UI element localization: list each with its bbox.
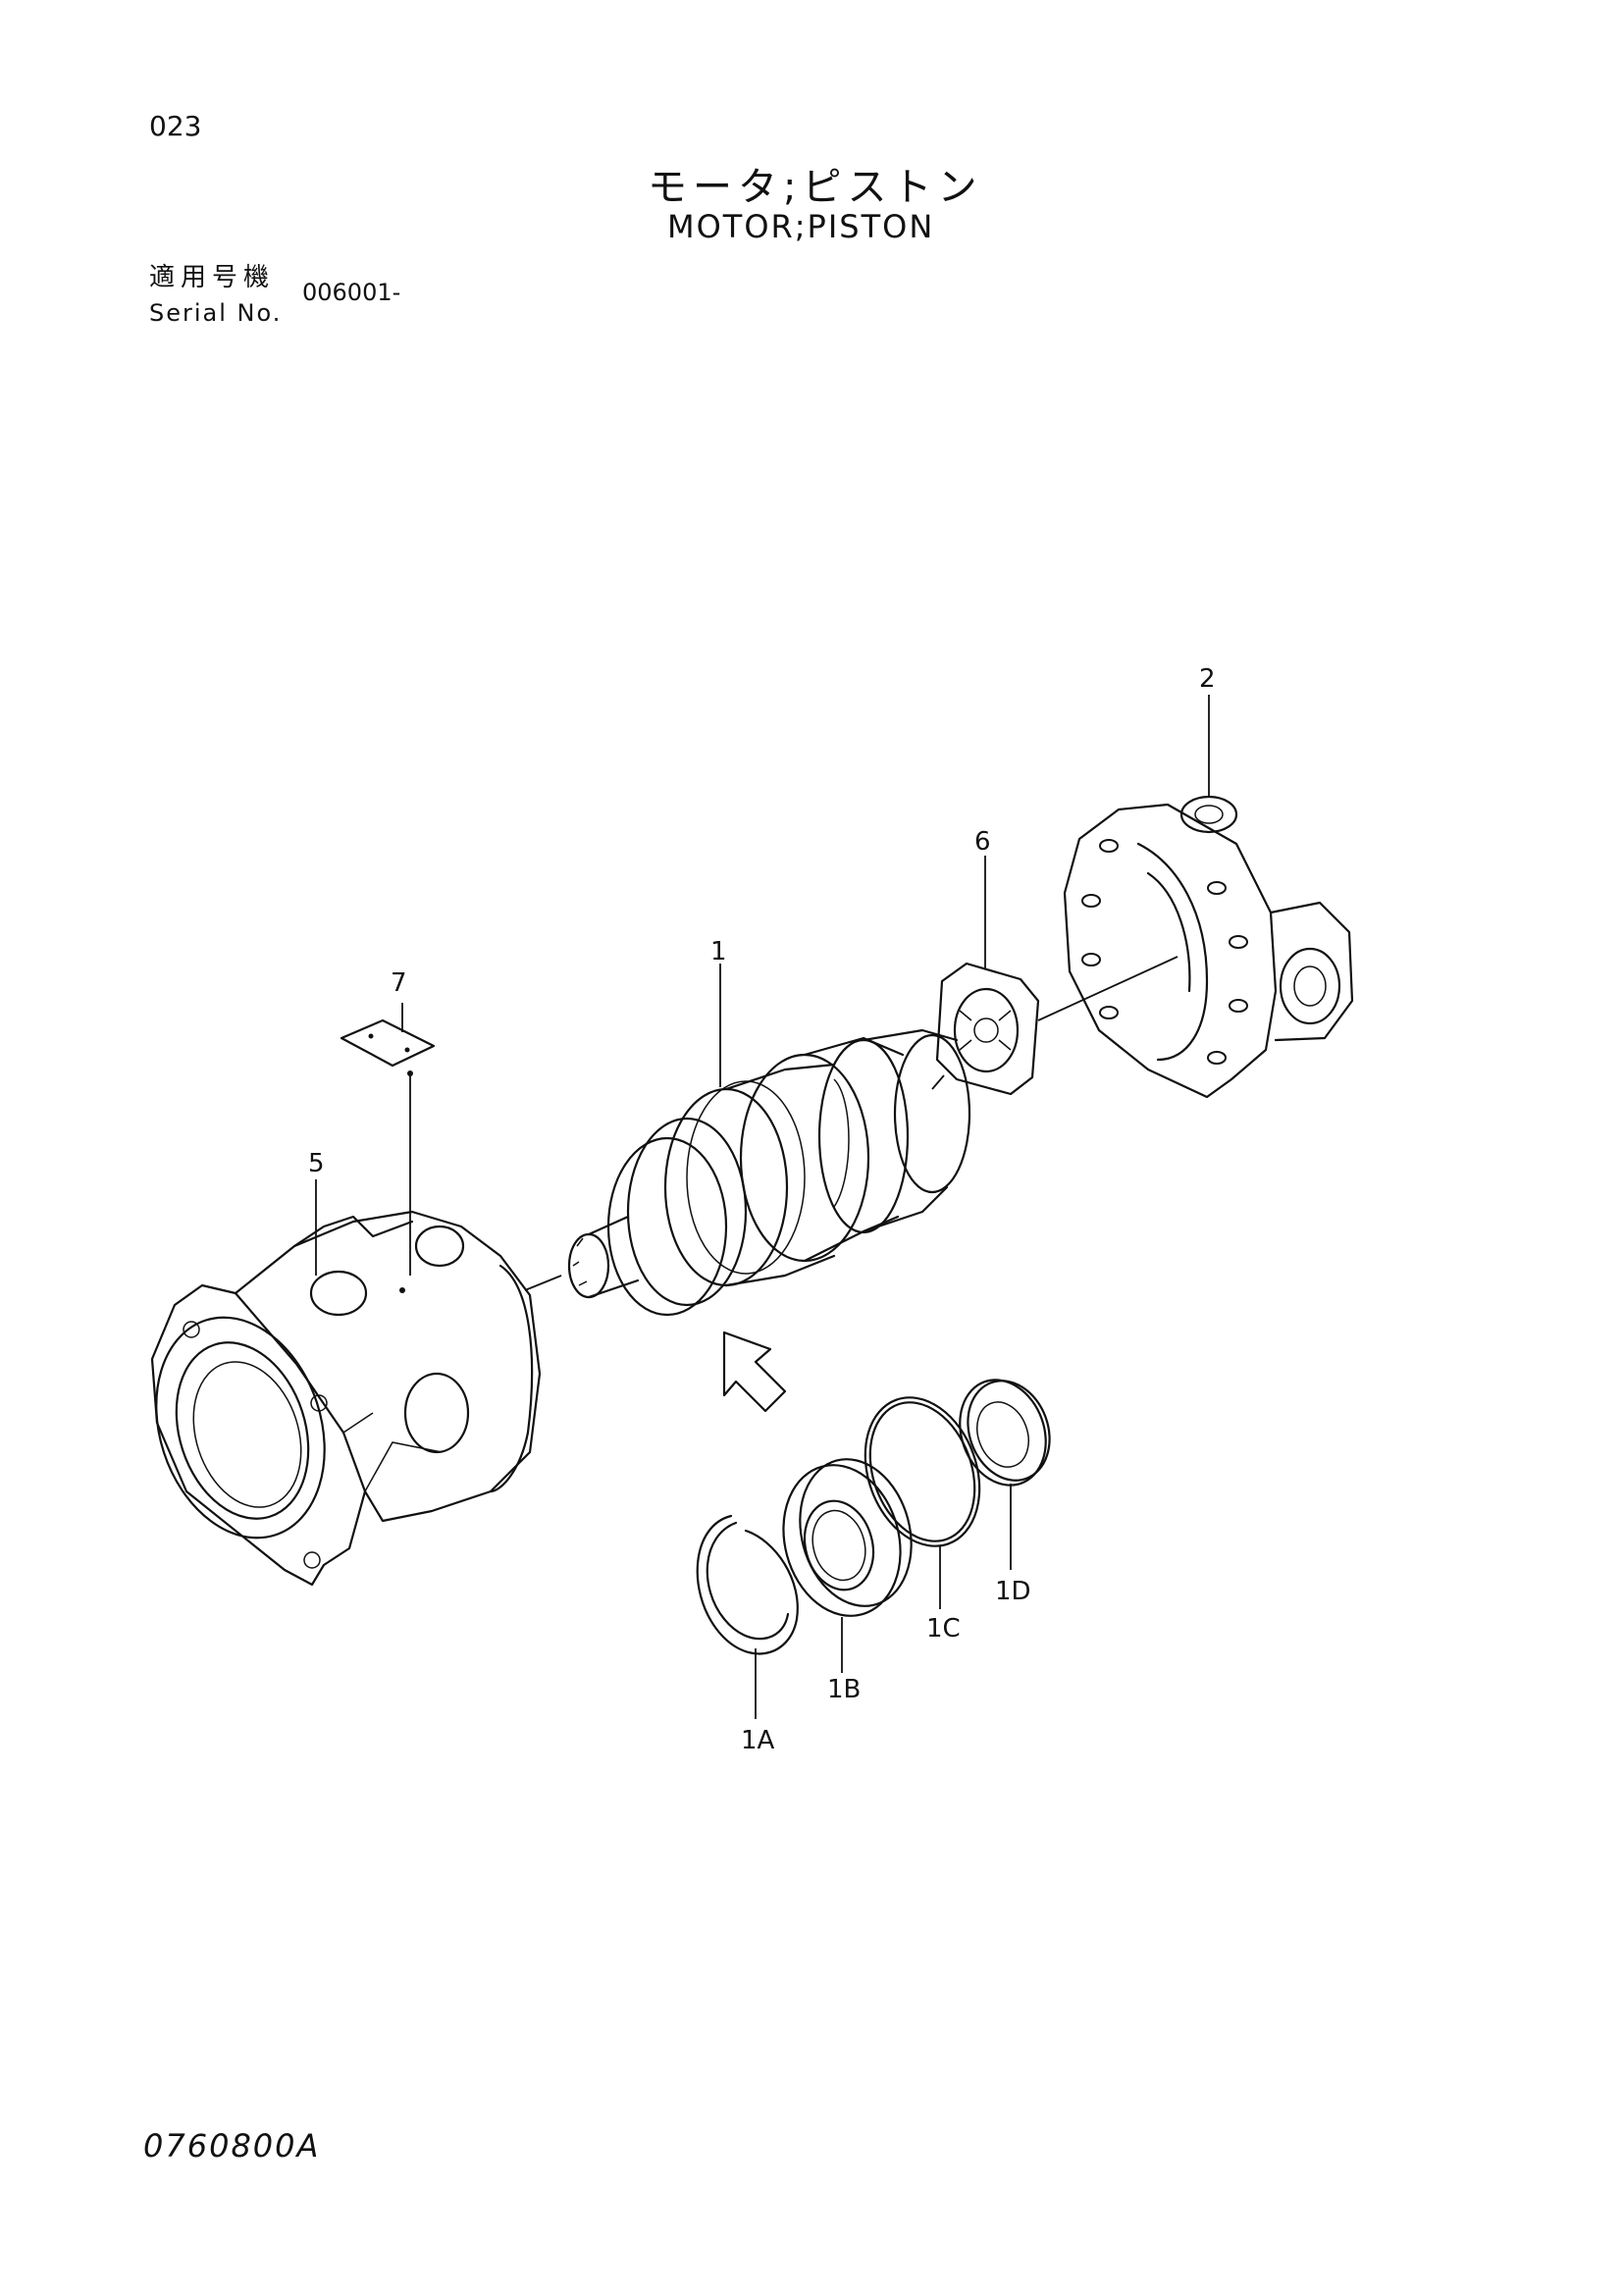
document-code: 0760800A: [143, 2127, 321, 2165]
callout-1C: 1C: [926, 1614, 961, 1644]
seal-part-1B: [782, 1458, 913, 1617]
callout-7: 7: [391, 968, 407, 998]
direction-arrow-icon: [722, 1331, 787, 1413]
callout-6: 6: [974, 827, 991, 857]
callout-1: 1: [710, 937, 727, 966]
page-title-japanese: モータ;ピストン: [648, 165, 983, 210]
serial-label-japanese: 適用号機: [149, 263, 276, 292]
end-cover-part-2: [1063, 795, 1354, 1099]
callout-5: 5: [308, 1149, 325, 1178]
snap-ring-part-1A: [696, 1514, 799, 1655]
leader-lines: [315, 695, 1210, 1719]
callout-1D: 1D: [995, 1577, 1031, 1606]
page-number: 023: [149, 110, 202, 142]
callout-2: 2: [1199, 664, 1216, 694]
serial-label: Serial No.: [149, 299, 283, 327]
serial-value: 006001-: [302, 279, 401, 306]
callout-1B: 1B: [827, 1675, 861, 1704]
o-ring-part-1C: [864, 1396, 981, 1547]
page-title-english: MOTOR;PISTON: [667, 208, 935, 245]
callout-1A: 1A: [741, 1726, 775, 1755]
name-plate-part-7: [340, 1018, 436, 1076]
housing-part-5: [150, 1210, 542, 1587]
valve-plate-part-6: [935, 962, 1040, 1096]
backup-ring-part-1D: [959, 1379, 1051, 1487]
rotary-group-part-1: [567, 1028, 971, 1317]
